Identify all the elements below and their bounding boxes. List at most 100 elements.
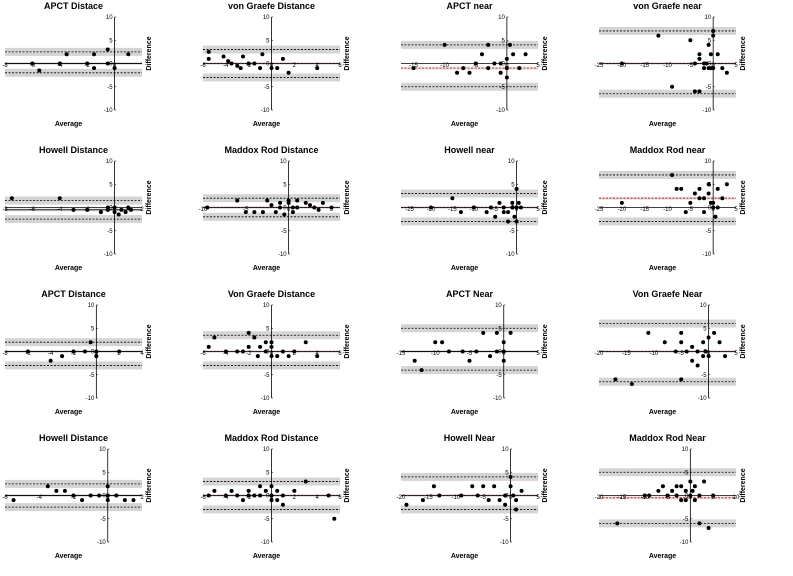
y-tick-label: -10: [500, 540, 509, 546]
data-point: [473, 61, 478, 66]
x-tick-label: 5: [536, 495, 540, 501]
y-tick-label: 0: [685, 494, 689, 500]
data-point: [704, 61, 709, 66]
data-point: [122, 498, 127, 503]
y-axis-label: Difference: [146, 468, 153, 502]
x-tick-label: 0: [689, 495, 693, 501]
x-tick-label: 0: [270, 351, 274, 357]
data-point: [690, 344, 695, 349]
data-point: [98, 210, 103, 215]
data-point: [315, 66, 320, 71]
data-point: [419, 368, 424, 373]
x-tick-label: -6: [30, 207, 36, 213]
data-point: [711, 28, 716, 33]
data-point: [471, 205, 476, 210]
y-tick-label: 10: [704, 15, 711, 21]
chart-title: von Graefe near: [633, 1, 702, 11]
data-point: [498, 61, 503, 66]
x-tick-label: -2: [246, 351, 252, 357]
data-point: [332, 516, 337, 521]
y-tick-label: 10: [263, 15, 270, 21]
data-point: [508, 484, 513, 489]
data-point: [60, 354, 65, 359]
y-tick-label: 10: [495, 303, 502, 309]
x-tick-label: -20: [595, 351, 604, 357]
y-axis-label: Difference: [740, 36, 747, 70]
y-tick-label: 5: [708, 38, 712, 44]
data-point: [412, 358, 417, 363]
data-point: [450, 196, 455, 201]
data-point: [706, 526, 711, 531]
x-tick-label: -8: [2, 63, 8, 69]
y-tick-label: -10: [493, 396, 502, 402]
data-point: [501, 349, 506, 354]
chart-panel-5: Howell Distance-8-6-4-2021050-5-10Averag…: [0, 144, 198, 288]
data-point: [226, 59, 231, 64]
data-point: [446, 349, 451, 354]
data-point: [117, 349, 122, 354]
y-tick-label: 0: [708, 62, 712, 68]
data-point: [212, 335, 217, 340]
chart-title: Howell Distance: [39, 433, 108, 443]
y-tick-label: -10: [261, 108, 270, 114]
data-point: [206, 344, 211, 349]
x-tick-label: -6: [200, 495, 206, 501]
y-tick-label: 0: [498, 350, 502, 356]
data-point: [223, 493, 228, 498]
y-tick-label: -10: [680, 540, 689, 546]
data-point: [92, 52, 97, 57]
data-point: [280, 493, 285, 498]
data-point: [94, 354, 99, 359]
x-tick-label: 4: [315, 351, 319, 357]
data-point: [508, 474, 513, 479]
data-point: [437, 493, 442, 498]
x-tick-label: 2: [293, 495, 297, 501]
data-point: [514, 205, 519, 210]
data-point: [695, 349, 700, 354]
x-tick-label: -15: [622, 351, 631, 357]
data-point: [523, 52, 528, 57]
data-point: [458, 210, 463, 215]
x-tick-label: -10: [663, 63, 672, 69]
data-point: [269, 493, 274, 498]
data-point: [508, 330, 513, 335]
data-point: [701, 340, 706, 345]
data-point: [503, 502, 508, 507]
data-point: [690, 358, 695, 363]
data-point: [697, 196, 702, 201]
y-axis-label: Difference: [146, 36, 153, 70]
data-point: [467, 358, 472, 363]
x-axis-label: Average: [649, 409, 676, 416]
chart-panel-8: Maddox Rod near-25-20-15-10-5051050-5-10…: [594, 144, 792, 288]
data-point: [488, 354, 493, 359]
data-point: [708, 52, 713, 57]
y-tick-label: -5: [509, 229, 515, 235]
data-point: [711, 205, 716, 210]
data-point: [265, 198, 270, 203]
data-point: [212, 488, 217, 493]
data-point: [503, 493, 508, 498]
x-tick-label: 6: [338, 63, 342, 69]
data-point: [679, 330, 684, 335]
data-point: [258, 344, 263, 349]
y-tick-label: -10: [278, 252, 287, 258]
data-point: [692, 498, 697, 503]
chart-title: Howell Distance: [39, 145, 108, 155]
chart-title: Von Graefe Near: [633, 289, 703, 299]
x-tick-label: -6: [25, 351, 31, 357]
data-point: [303, 479, 308, 484]
x-axis-label: Average: [55, 553, 82, 560]
y-tick-label: -5: [264, 373, 270, 379]
data-point: [263, 488, 268, 493]
data-point: [308, 203, 313, 208]
x-tick-label: -15: [640, 63, 649, 69]
data-point: [88, 340, 93, 345]
y-axis-label: Difference: [344, 468, 351, 502]
x-tick-label: 4: [315, 63, 319, 69]
data-point: [286, 354, 291, 359]
y-tick-label: 0: [91, 350, 95, 356]
y-tick-label: -5: [503, 517, 509, 523]
